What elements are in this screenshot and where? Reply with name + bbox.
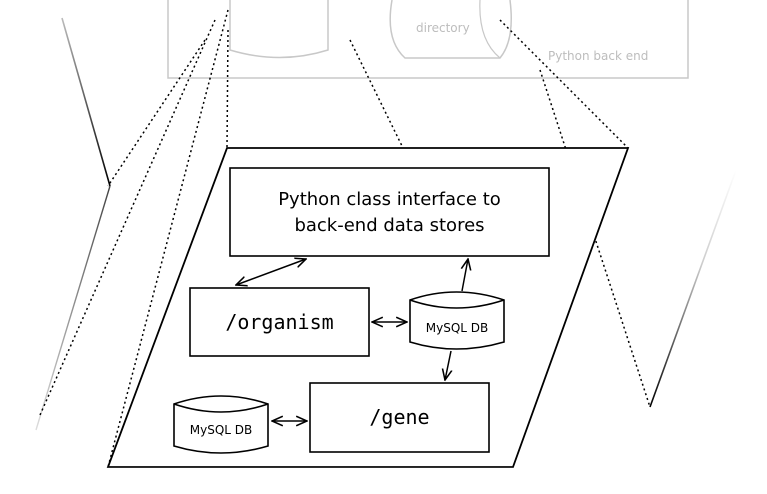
outer-left-edge-lower (35, 185, 111, 431)
gene-label: /gene (369, 405, 429, 429)
directory-label: directory (416, 21, 470, 35)
python-back-end-label: Python back end (548, 49, 648, 63)
projection-line-3 (107, 39, 206, 187)
faded-directory-fold (479, 0, 501, 59)
outer-plane-edges (35, 17, 740, 431)
mysql-db-left-rim (173, 403, 269, 413)
projection-lines (39, 9, 651, 468)
gene-box: /gene (309, 382, 490, 453)
mysql-db-left: MySQL DB (173, 395, 269, 454)
bottom-fade (0, 466, 767, 489)
python-interface-box: Python class interface to back-end data … (229, 167, 550, 257)
mysql-db-right-rim (409, 299, 505, 309)
faded-db-shape (229, 0, 329, 59)
mysql-db-right-label: MySQL DB (426, 321, 489, 335)
arrow-mysql-interface (462, 259, 468, 292)
organism-label: /organism (225, 310, 333, 334)
background-python-back-end: directory Python back end (167, 0, 689, 79)
organism-rect (189, 287, 370, 357)
back-end-frame (167, 0, 689, 79)
python-interface-rect (229, 167, 550, 257)
gene-rect (309, 382, 490, 453)
arrow-mysql-gene (445, 350, 451, 380)
python-interface-line2: back-end data stores (294, 215, 484, 236)
organism-box: /organism (189, 287, 370, 357)
arrow-organism-interface (236, 259, 306, 285)
outer-left-edge-upper (61, 17, 111, 187)
outer-right-edge (649, 169, 737, 408)
projection-line-4 (226, 29, 229, 149)
projection-line-6 (499, 19, 629, 149)
connectors (236, 259, 468, 421)
mysql-db-right: MySQL DB (409, 291, 505, 350)
projection-line-1 (107, 9, 229, 468)
mysql-db-left-label: MySQL DB (190, 423, 253, 437)
faded-directory-shape (389, 0, 512, 59)
projection-line-2 (39, 19, 216, 416)
projection-line-5 (349, 39, 404, 149)
projection-line-7 (539, 69, 651, 408)
python-interface-line1: Python class interface to (278, 189, 501, 210)
